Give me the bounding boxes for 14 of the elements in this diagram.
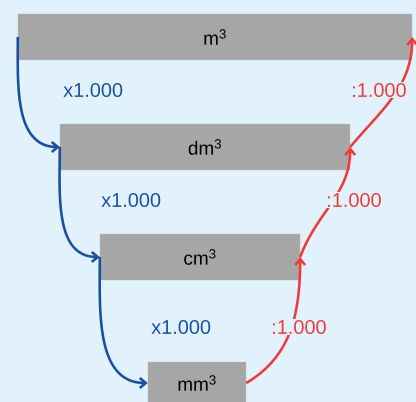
edge-label: :1.000: [325, 192, 383, 208]
edge-label: :1.000: [270, 318, 328, 336]
edge-label: x1.000: [100, 192, 162, 208]
unit-box: mm$^{3}$: [148, 362, 246, 402]
edge-label: x1.000: [62, 82, 124, 98]
edge-label: :1.000: [350, 82, 408, 98]
unit-box: dm$^{3}$: [60, 124, 350, 170]
edge-label: x1.000: [150, 318, 212, 336]
arrow: [98, 257, 148, 389]
unit-box: m$^{3}$: [18, 14, 412, 60]
arrow: [58, 146, 100, 263]
arrow: [246, 257, 306, 384]
arrow: [16, 37, 60, 153]
unit-box: cm$^{3}$: [100, 234, 300, 280]
